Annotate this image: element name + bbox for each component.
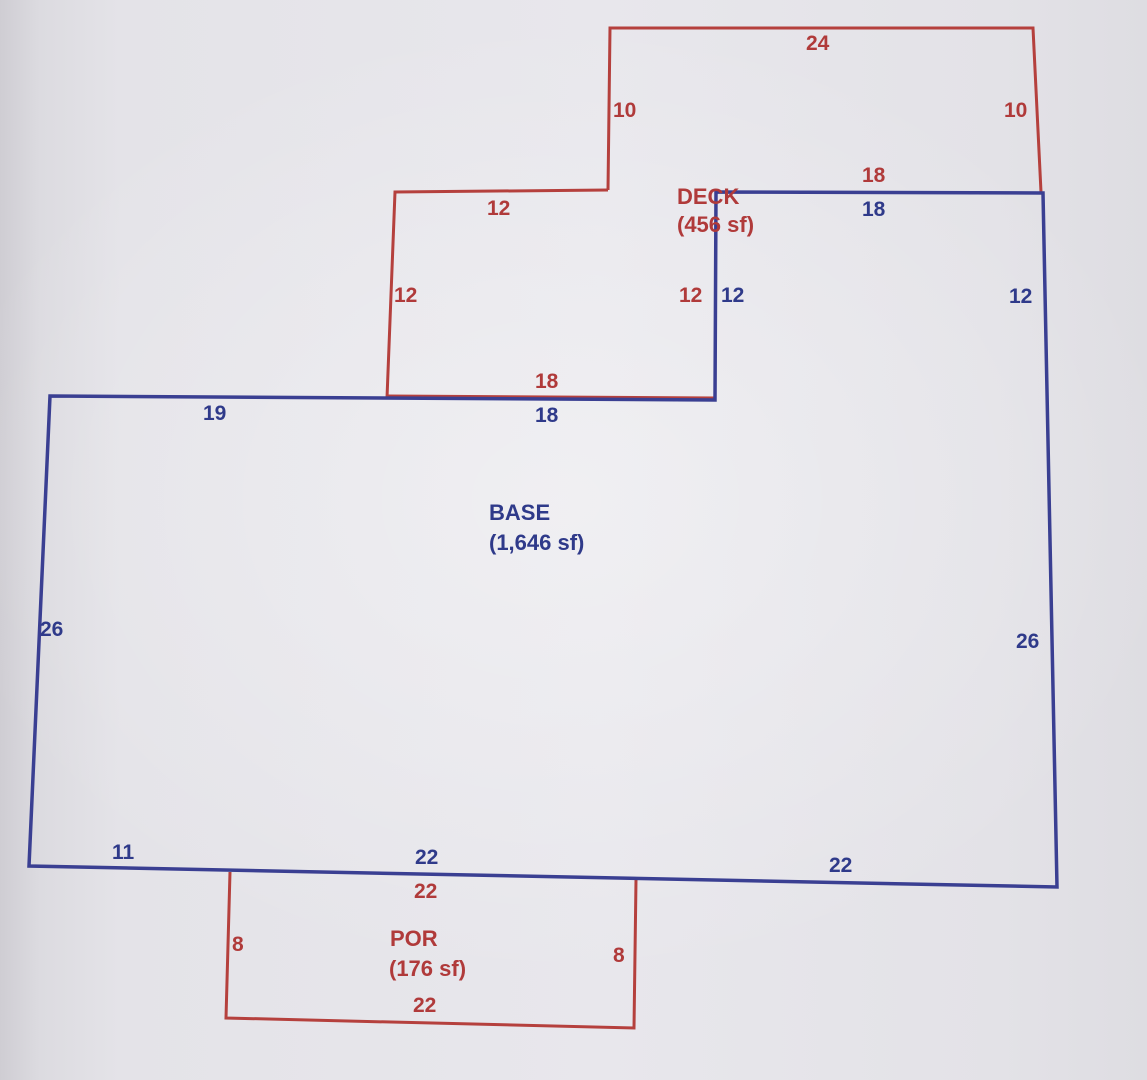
porch-dim-bottom: 22	[413, 994, 436, 1017]
porch-dim-right: 8	[613, 944, 625, 967]
base-dim-top-middle: 18	[535, 404, 559, 427]
deck-area-size: (456 sf)	[677, 212, 754, 237]
base-outline	[27, 190, 1059, 889]
deck-dim-bottom: 18	[535, 370, 559, 393]
base-area-name: BASE	[489, 500, 550, 525]
deck-dim-left-lower: 12	[394, 284, 417, 307]
base-dim-right: 26	[1016, 630, 1039, 653]
porch-dim-top: 22	[414, 880, 437, 903]
deck-area-name: DECK	[677, 184, 739, 209]
base-dim-right-upper: 12	[1009, 285, 1032, 308]
base-area-size: (1,646 sf)	[489, 530, 584, 555]
base-dim-bottom-middle: 22	[415, 846, 438, 869]
deck-dim-right-upper: 10	[1004, 99, 1027, 122]
base-dim-bottom-left: 11	[112, 841, 135, 864]
base-dim-bottom-right: 22	[829, 854, 852, 877]
base-dim-notch-vertical: 12	[721, 284, 744, 307]
deck-top-edge	[606, 26, 1043, 193]
deck-step-edge	[385, 188, 609, 399]
deck-dim-step: 12	[487, 197, 510, 220]
deck-dim-top: 24	[806, 32, 830, 55]
deck-dim-left-upper: 10	[613, 99, 636, 122]
deck-outline	[385, 26, 1043, 400]
deck-dim-inner-vertical: 12	[679, 284, 702, 307]
base-dim-left: 26	[40, 618, 63, 641]
deck-dim-inner-top: 18	[862, 164, 886, 187]
porch-dim-left: 8	[232, 933, 244, 956]
deck-bottom-edge	[386, 394, 716, 400]
porch-outline	[224, 871, 638, 1030]
base-dim-top-right: 18	[862, 198, 886, 221]
porch-area-name: POR	[390, 926, 438, 951]
base-dim-top-left: 19	[203, 402, 226, 425]
porch-area-size: (176 sf)	[389, 956, 466, 981]
